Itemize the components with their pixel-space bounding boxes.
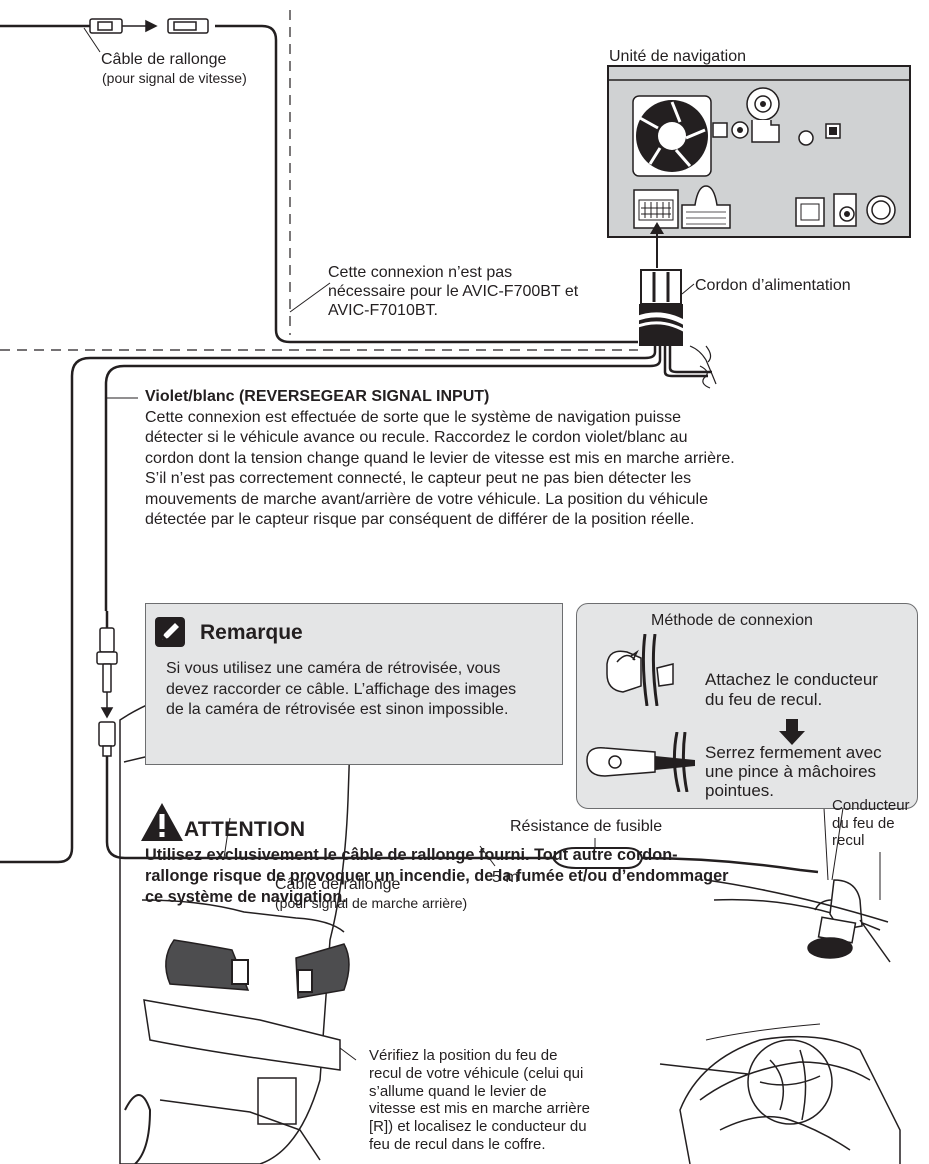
backlight-conductor-line: recul [832,832,865,849]
connection-note: Cette connexion n’est pas nécessaire pou… [328,263,578,320]
speed-cable-connectors [89,18,209,34]
warning-line: Utilisez exclusivement le câble de rallo… [145,846,678,864]
method-step2-line: une pince à mâchoires [705,762,877,781]
plug-arrow [650,222,664,268]
method-step2: Serrez fermement avec une pince à mâchoi… [705,743,882,800]
power-cord-leader [681,283,695,295]
backlight-conductor-line: Conducteur [832,797,910,814]
backlight-conductor-line: du feu de [832,814,895,832]
dashed-connection-leader [289,282,331,313]
speed-cable-leader [83,27,101,53]
method-step1-line: Attachez le conducteur [705,670,878,689]
connection-method-box: Méthode de connexion Attachez le conduct… [576,603,918,809]
violet-white-line: détecter si le véhicule avance ou recule… [145,429,688,446]
method-step1: Attachez le conducteur du feu de recul. [705,670,878,710]
note-line: de la caméra de rétrovisée est sinon imp… [166,701,509,718]
power-cord-plug [627,269,692,346]
verify-note: Vérifiez la position du feu de recul de … [369,1047,590,1154]
verify-line: recul de votre véhicule (celui qui [369,1064,584,1082]
note-title: Remarque [200,621,303,644]
tap-connector [713,879,881,959]
optional-connection-region [0,10,638,351]
violet-white-line: Cette connexion est effectuée de sorte q… [145,408,682,426]
verify-line: s’allume quand le levier de [369,1082,547,1100]
warning-triangle-icon [141,803,183,841]
warning-title: ATTENTION [184,818,306,841]
power-cord-label: Cordon d’alimentation [695,277,851,294]
violet-wire-end [689,345,717,385]
verify-leader [339,1047,357,1061]
nav-unit-label: Unité de navigation [609,48,746,65]
violet-white-heading: Violet/blanc (REVERSEGEAR SIGNAL INPUT) [145,388,490,405]
attach-wire-illustration [606,634,674,706]
violet-white-section: Violet/blanc (REVERSEGEAR SIGNAL INPUT) … [145,387,735,531]
reverse-cable-sublabel: (pour signal de marche arrière) [275,895,468,911]
note-line: devez raccorder ce câble. L’affichage de… [166,680,517,698]
reverse-cable-connectors [96,627,118,757]
connection-note-line: Cette connexion n’est pas [328,264,513,281]
violet-white-line: cordon dont la tension change quand le l… [145,449,735,467]
connection-note-line: nécessaire pour le AVIC-F700BT et [328,283,579,300]
car-rear-illustration [119,655,361,1164]
navigation-unit [607,65,911,238]
verify-line: Vérifiez la position du feu de [369,1047,558,1064]
warning-body: Utilisez exclusivement le câble de rallo… [145,845,729,908]
wire-break-ends [699,345,712,389]
reverse-cable [105,611,819,874]
speed-cable-label-line1: Câble de rallonge [101,51,227,68]
method-pointer [823,807,829,881]
warning-line: rallonge risque de provoquer un incendie… [145,867,729,885]
down-arrow-icon [779,719,805,745]
speed-cable [0,24,638,344]
length-label: 5 m [492,869,519,886]
verify-line: vitesse est mis en marche arrière [369,1100,590,1118]
verify-line: feu de recul dans le coffre. [369,1135,546,1153]
length-leader [479,845,496,867]
cable-reverse-leader [223,817,231,859]
note-line: Si vous utilisez une caméra de rétrovisé… [166,660,501,677]
note-body: Si vous utilisez une caméra de rétrovisé… [166,659,516,721]
violet-white-line: S’il n’est pas correctement connecté, le… [145,470,692,487]
speed-cable-sublabel: (pour signal de vitesse) [102,70,247,86]
trunk-wire [705,1023,821,1041]
harness-wires [0,346,712,864]
reverse-cable-label: Câble de rallonge [275,876,401,893]
method-step2-line: pointues. [705,781,774,800]
violet-white-line: détectée par le capteur risque par consé… [145,511,695,528]
verify-line: [R]) et localisez le conducteur du [369,1118,587,1136]
note-box: Remarque Si vous utilisez une caméra de … [145,603,563,765]
speed-cable-label: Câble de rallonge [101,50,226,69]
fuse-label: Résistance de fusible [510,818,663,835]
method-pointer-2 [831,807,844,881]
method-step1-line: du feu de recul. [705,690,823,709]
method-step2-line: Serrez fermement avec [705,743,882,762]
violet-white-line: mouvements de marche avant/arrière de vo… [145,490,708,508]
fuse-resistor [551,847,644,869]
backlight-conductor-label: Conducteur du feu de recul [832,797,910,850]
backlight-wire-2 [859,919,891,963]
method-title: Méthode de connexion [651,612,813,629]
pencil-icon [155,617,185,647]
trunk-illustration [659,1035,901,1164]
connection-note-line: AVIC-F7010BT. [328,302,438,319]
warning-line: ce système de navigation. [145,888,347,906]
pliers-illustration [586,732,695,792]
backlight-wire [705,879,889,923]
